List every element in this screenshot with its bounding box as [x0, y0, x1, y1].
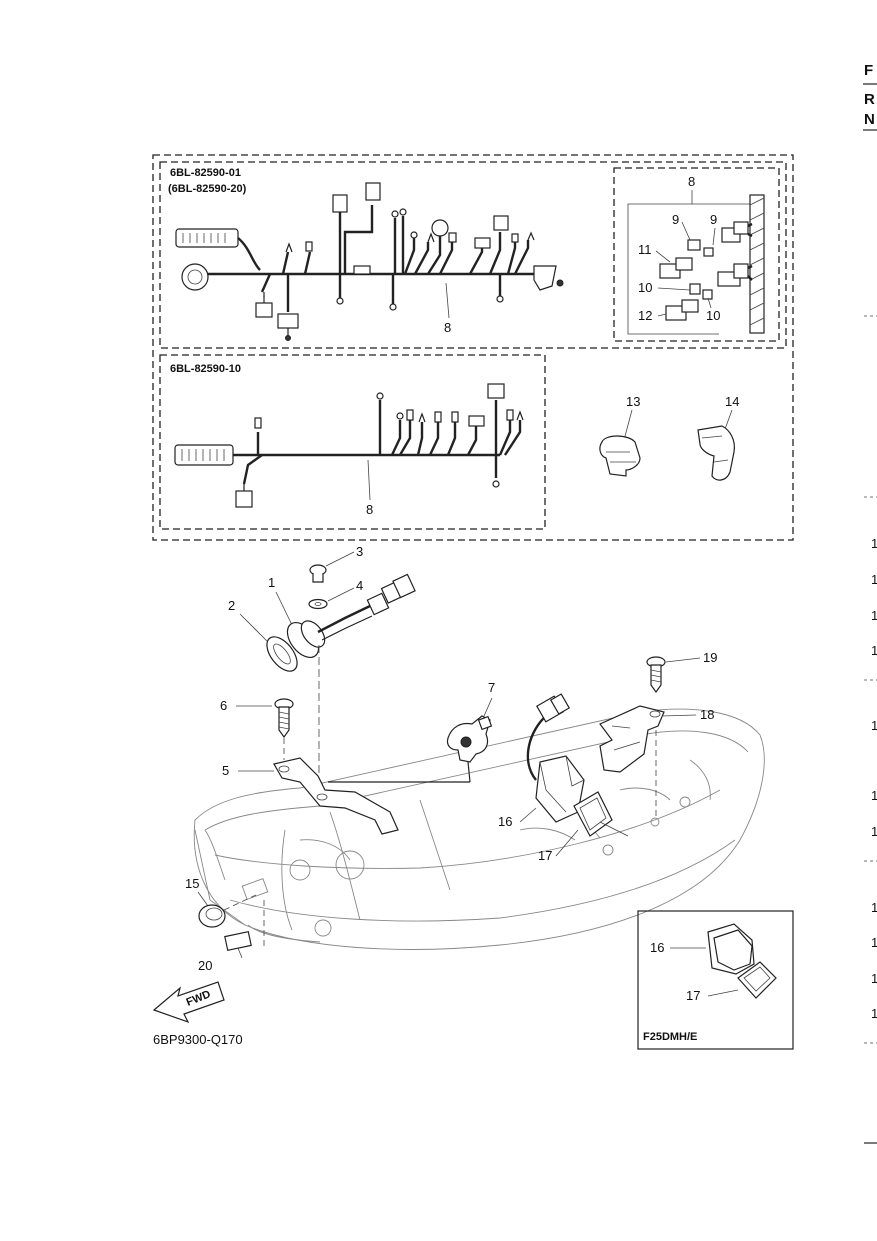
callout-5: 5 — [222, 763, 229, 778]
edge-digit: 1 — [871, 971, 877, 986]
harness-code-sub: 6BL-82590-10 — [170, 363, 241, 375]
edge-letter: N — [864, 111, 875, 128]
callout-10: 10 — [706, 308, 720, 323]
edge-digit: 1 — [871, 900, 877, 915]
edge-letter: F — [864, 62, 873, 79]
callout-15: 15 — [185, 876, 199, 891]
edge-digit: 1 — [871, 1006, 877, 1021]
callout-1: 1 — [268, 575, 275, 590]
callout-19: 19 — [703, 650, 717, 665]
callout-4: 4 — [356, 578, 363, 593]
plug-15: 15 — [185, 876, 257, 928]
figure-code: 6BP9300-Q170 — [153, 1032, 243, 1047]
callout-13: 13 — [626, 394, 640, 409]
callout-14: 14 — [725, 394, 739, 409]
harness-code-alt: (6BL-82590-20) — [168, 183, 247, 195]
edge-digit: 1 — [871, 572, 877, 587]
engine-outline — [193, 708, 765, 950]
wire-harness-sub: 6BL-82590-10 8 — [170, 363, 524, 517]
edge-digit: 1 — [871, 824, 877, 839]
callout-8: 8 — [444, 320, 451, 335]
callout-17: 17 — [538, 848, 552, 863]
callout-11: 11 — [638, 242, 652, 257]
callout-9: 9 — [672, 212, 679, 227]
model-label: F25DMH/E — [643, 1031, 697, 1043]
callout-16: 16 — [498, 814, 512, 829]
callout-8: 8 — [366, 502, 373, 517]
callout-7: 7 — [488, 680, 495, 695]
model-inset: 16 17 F25DMH/E — [637, 910, 794, 1050]
wire-harness-main: 6BL-82590-01 (6BL-82590-20) — [168, 167, 564, 341]
callout-6: 6 — [220, 698, 227, 713]
connector-16: 16 17 — [498, 693, 629, 863]
sensor-7: 7 — [446, 680, 495, 783]
edge-digit: 1 — [871, 935, 877, 950]
harness-enclosures — [152, 154, 794, 541]
edge-digit: 1 — [871, 788, 877, 803]
edge-column: 1 1 1 1 1 1 1 1 1 1 1 — [864, 315, 877, 1144]
edge-letter: R — [864, 91, 875, 108]
callout-9: 9 — [710, 212, 717, 227]
callout-8: 8 — [688, 174, 695, 189]
grommet-assembly: 1 2 — [228, 573, 416, 790]
clamp-14: 14 — [697, 394, 739, 481]
callout-10: 10 — [638, 280, 652, 295]
edge-digit: 1 — [871, 608, 877, 623]
callout-12: 12 — [638, 308, 652, 323]
callout-16: 16 — [650, 940, 664, 955]
connector-detail: 8 9 9 11 10 12 10 — [627, 174, 765, 335]
edge-digit: 1 — [871, 718, 877, 733]
forward-arrow: FWD — [152, 981, 225, 1024]
callout-17: 17 — [686, 988, 700, 1003]
edge-header: F R N — [863, 62, 877, 131]
callout-2: 2 — [228, 598, 235, 613]
bracket-assembly: 6 5 — [220, 698, 470, 835]
bracket-18: 19 18 — [599, 650, 717, 820]
harness-code-main: 6BL-82590-01 — [170, 167, 241, 179]
screw-washer: 3 4 — [308, 544, 363, 610]
edge-digit: 1 — [871, 643, 877, 658]
label-20: 20 — [198, 900, 265, 973]
callout-3: 3 — [356, 544, 363, 559]
callout-20: 20 — [198, 958, 212, 973]
clamp-13: 13 — [599, 394, 641, 477]
callout-18: 18 — [700, 707, 714, 722]
edge-digit: 1 — [871, 536, 877, 551]
